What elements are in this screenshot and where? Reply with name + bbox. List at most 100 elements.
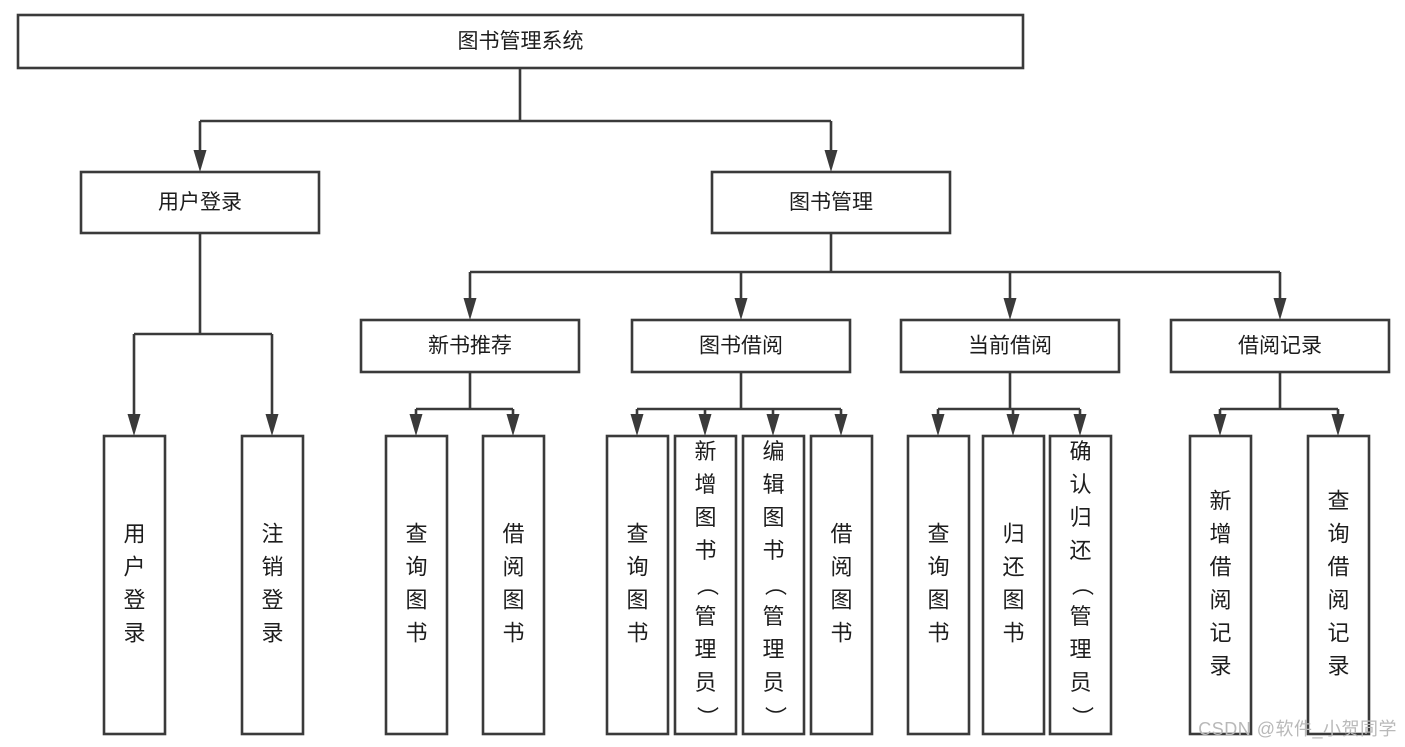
label-char: 借 (1327, 554, 1349, 579)
arrow-head-icon (698, 414, 712, 436)
node-box-leaf_query_book_3[interactable] (906, 434, 971, 736)
label-char: 录 (123, 620, 145, 645)
label-char: 销 (261, 554, 283, 579)
connector-group (409, 372, 520, 436)
label-char: 查 (405, 521, 427, 546)
label-char: 编 (762, 439, 784, 464)
arrow-head-icon (630, 414, 644, 436)
node-box-book_borrow[interactable] (630, 318, 852, 374)
connector-group (1213, 372, 1345, 436)
node-label-book_manage: 图书管理 (789, 191, 873, 214)
label-char: 询 (1327, 521, 1349, 546)
label-char: 借 (830, 521, 852, 546)
arrow-head-icon (127, 414, 141, 436)
label-char: 辑 (762, 472, 784, 497)
arrow-head-icon (1273, 298, 1287, 320)
arrow-head-icon (1331, 414, 1345, 436)
label-char: 登 (261, 587, 283, 612)
node-box-leaf_return_book[interactable] (981, 434, 1046, 736)
label-char: 登 (123, 587, 145, 612)
node-box-leaf_logout[interactable] (240, 434, 305, 736)
node-box-leaf_borrow_book_2[interactable] (809, 434, 874, 736)
label-char: 确 (1069, 439, 1091, 464)
arrow-head-icon (506, 414, 520, 436)
label-char: （ (763, 574, 788, 596)
label-char: 图 (1002, 587, 1024, 612)
node-box-current_borrow[interactable] (899, 318, 1121, 374)
label-char: 理 (1069, 637, 1091, 662)
label-char: 书 (626, 620, 648, 645)
node-box-leaf_user_login[interactable] (102, 434, 167, 736)
label-char: 询 (405, 554, 427, 579)
label-char: 借 (502, 521, 524, 546)
connector-group (127, 233, 279, 436)
node-label-current_borrow: 当前借阅 (968, 335, 1052, 358)
label-char: 图 (927, 587, 949, 612)
label-char: 书 (694, 538, 716, 563)
label-char: 书 (927, 620, 949, 645)
label-char: 图 (762, 505, 784, 530)
label-char: 管 (762, 604, 784, 629)
node-box-user_login[interactable] (79, 170, 321, 235)
label-char: 询 (927, 554, 949, 579)
label-char: 书 (762, 538, 784, 563)
node-box-leaf_edit_book[interactable] (741, 434, 806, 736)
label-char: 理 (694, 637, 716, 662)
label-char: 图 (502, 587, 524, 612)
arrow-head-icon (463, 298, 477, 320)
connector-group (931, 372, 1087, 436)
label-char: 借 (1209, 554, 1231, 579)
node-box-new_book_rec[interactable] (359, 318, 581, 374)
node-box-borrow_record[interactable] (1169, 318, 1391, 374)
label-char: 户 (123, 554, 145, 579)
arrow-head-icon (824, 150, 838, 172)
label-char: 还 (1002, 554, 1024, 579)
node-box-root[interactable] (16, 13, 1025, 70)
arrow-head-icon (1073, 414, 1087, 436)
label-char: 录 (261, 620, 283, 645)
label-char: 图 (694, 505, 716, 530)
node-box-leaf_add_book[interactable] (673, 434, 738, 736)
label-char: 书 (830, 620, 852, 645)
node-box-leaf_query_book_1[interactable] (384, 434, 449, 736)
label-char: 记 (1209, 620, 1231, 645)
node-box-leaf_confirm_return[interactable] (1048, 434, 1113, 736)
arrow-head-icon (1213, 414, 1227, 436)
label-char: ） (763, 706, 788, 728)
label-char: （ (1070, 574, 1095, 596)
label-char: 查 (927, 521, 949, 546)
node-label-new_book_rec: 新书推荐 (428, 335, 512, 358)
label-char: 管 (694, 604, 716, 629)
label-char: 新 (694, 439, 716, 464)
connector-group (463, 233, 1287, 320)
label-char: 员 (694, 670, 716, 695)
node-box-leaf_query_record[interactable] (1306, 434, 1371, 736)
arrow-head-icon (766, 414, 780, 436)
label-char: 员 (762, 670, 784, 695)
arrow-head-icon (734, 298, 748, 320)
label-char: 理 (762, 637, 784, 662)
node-box-leaf_borrow_book_1[interactable] (481, 434, 546, 736)
arrow-head-icon (1006, 414, 1020, 436)
label-char: ） (1070, 706, 1095, 728)
node-box-leaf_add_record[interactable] (1188, 434, 1253, 736)
label-char: 增 (1209, 521, 1231, 546)
node-box-book_manage[interactable] (710, 170, 952, 235)
node-box-leaf_query_book_2[interactable] (605, 434, 670, 736)
node-label-borrow_record: 借阅记录 (1238, 335, 1322, 358)
label-char: 阅 (1327, 587, 1349, 612)
label-char: 认 (1069, 472, 1091, 497)
label-char: 查 (626, 521, 648, 546)
arrow-head-icon (1003, 298, 1017, 320)
arrow-head-icon (931, 414, 945, 436)
